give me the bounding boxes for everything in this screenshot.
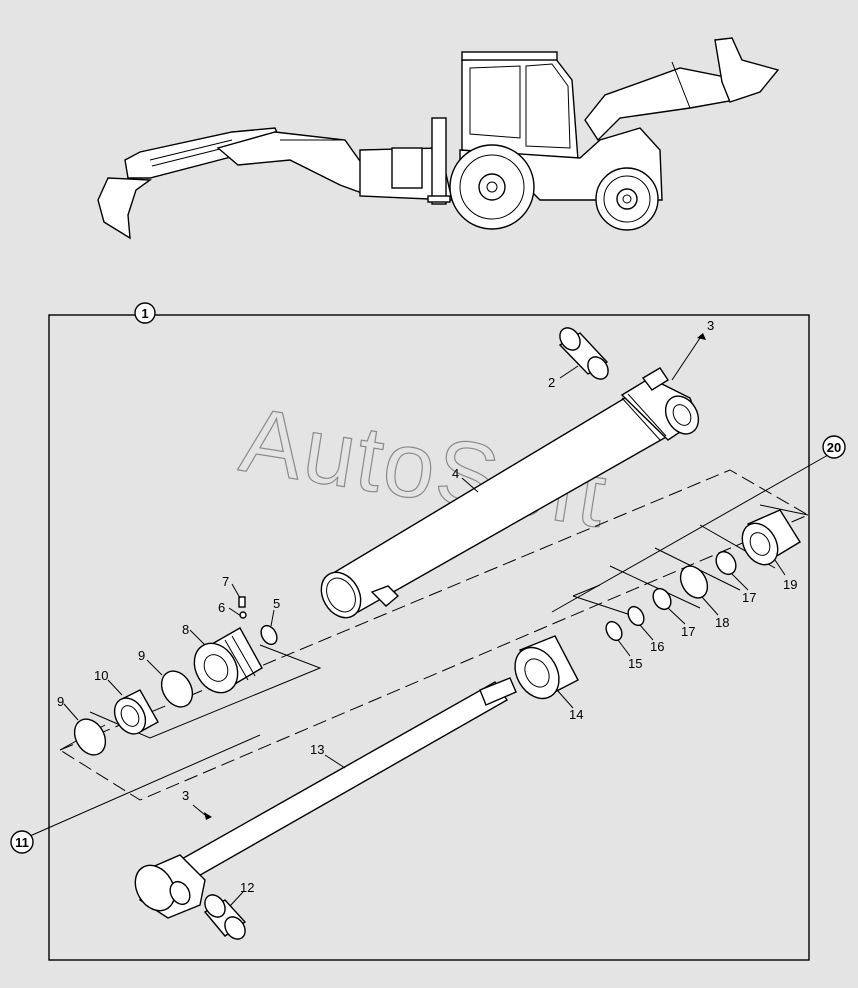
backhoe-loader-illustration bbox=[97, 37, 780, 240]
ring-part-9b[interactable] bbox=[68, 714, 111, 761]
label-4[interactable]: 4 bbox=[452, 466, 459, 481]
label-2[interactable]: 2 bbox=[548, 375, 555, 390]
label-16[interactable]: 16 bbox=[650, 639, 664, 654]
cylinder-barrel-part-4[interactable] bbox=[313, 367, 705, 625]
label-3-bottom[interactable]: 3 bbox=[182, 788, 189, 803]
loader-arm-drawing bbox=[584, 67, 736, 142]
seal-part-5[interactable] bbox=[258, 623, 280, 647]
part-labels: 2 3 4 5 6 7 8 9 10 9 13 3 12 14 15 16 17… bbox=[57, 318, 797, 895]
callout-20[interactable]: 20 bbox=[822, 435, 846, 459]
front-bucket-drawing bbox=[714, 37, 780, 103]
seal-part-15[interactable] bbox=[603, 619, 625, 643]
callout-1[interactable]: 1 bbox=[134, 302, 156, 324]
label-10[interactable]: 10 bbox=[94, 668, 108, 683]
label-13[interactable]: 13 bbox=[310, 742, 324, 757]
label-9-lower[interactable]: 9 bbox=[57, 694, 64, 709]
bush-part-2[interactable] bbox=[556, 324, 613, 383]
label-8[interactable]: 8 bbox=[182, 622, 189, 637]
piston-rod-part-13[interactable] bbox=[127, 677, 517, 919]
washer-part-6[interactable] bbox=[239, 611, 247, 619]
ring-part-17a[interactable] bbox=[650, 585, 675, 612]
grease-nipple-part-7[interactable] bbox=[238, 596, 246, 608]
label-3-top[interactable]: 3 bbox=[707, 318, 714, 333]
ring-part-16[interactable] bbox=[625, 604, 647, 628]
piston-part-14[interactable] bbox=[506, 635, 579, 706]
label-12[interactable]: 12 bbox=[240, 880, 254, 895]
label-14[interactable]: 14 bbox=[569, 707, 583, 722]
cylinder-head-part-8[interactable] bbox=[186, 627, 263, 701]
seal-pack-part-19[interactable] bbox=[735, 509, 801, 571]
rear-bucket-drawing bbox=[97, 177, 153, 240]
callout-20-text: 20 bbox=[827, 440, 841, 455]
ring-part-18[interactable] bbox=[675, 561, 713, 602]
seal-kit-outline bbox=[58, 469, 810, 801]
callout-11[interactable]: 11 bbox=[10, 830, 34, 854]
callout-1-text: 1 bbox=[141, 306, 148, 321]
assembly-frame bbox=[48, 314, 810, 961]
label-6[interactable]: 6 bbox=[218, 600, 225, 615]
label-9-upper[interactable]: 9 bbox=[138, 648, 145, 663]
label-17-right[interactable]: 17 bbox=[742, 590, 756, 605]
label-7[interactable]: 7 bbox=[222, 574, 229, 589]
label-18[interactable]: 18 bbox=[715, 615, 729, 630]
bearing-part-10[interactable] bbox=[108, 689, 159, 739]
label-17-left[interactable]: 17 bbox=[681, 624, 695, 639]
bush-part-12[interactable] bbox=[201, 891, 250, 943]
label-5[interactable]: 5 bbox=[273, 596, 280, 611]
ring-part-9a[interactable] bbox=[155, 666, 198, 713]
leader-lines bbox=[63, 333, 786, 907]
label-15[interactable]: 15 bbox=[628, 656, 642, 671]
callout-11-text: 11 bbox=[15, 835, 29, 850]
label-19[interactable]: 19 bbox=[783, 577, 797, 592]
ring-part-17b[interactable] bbox=[712, 548, 740, 578]
